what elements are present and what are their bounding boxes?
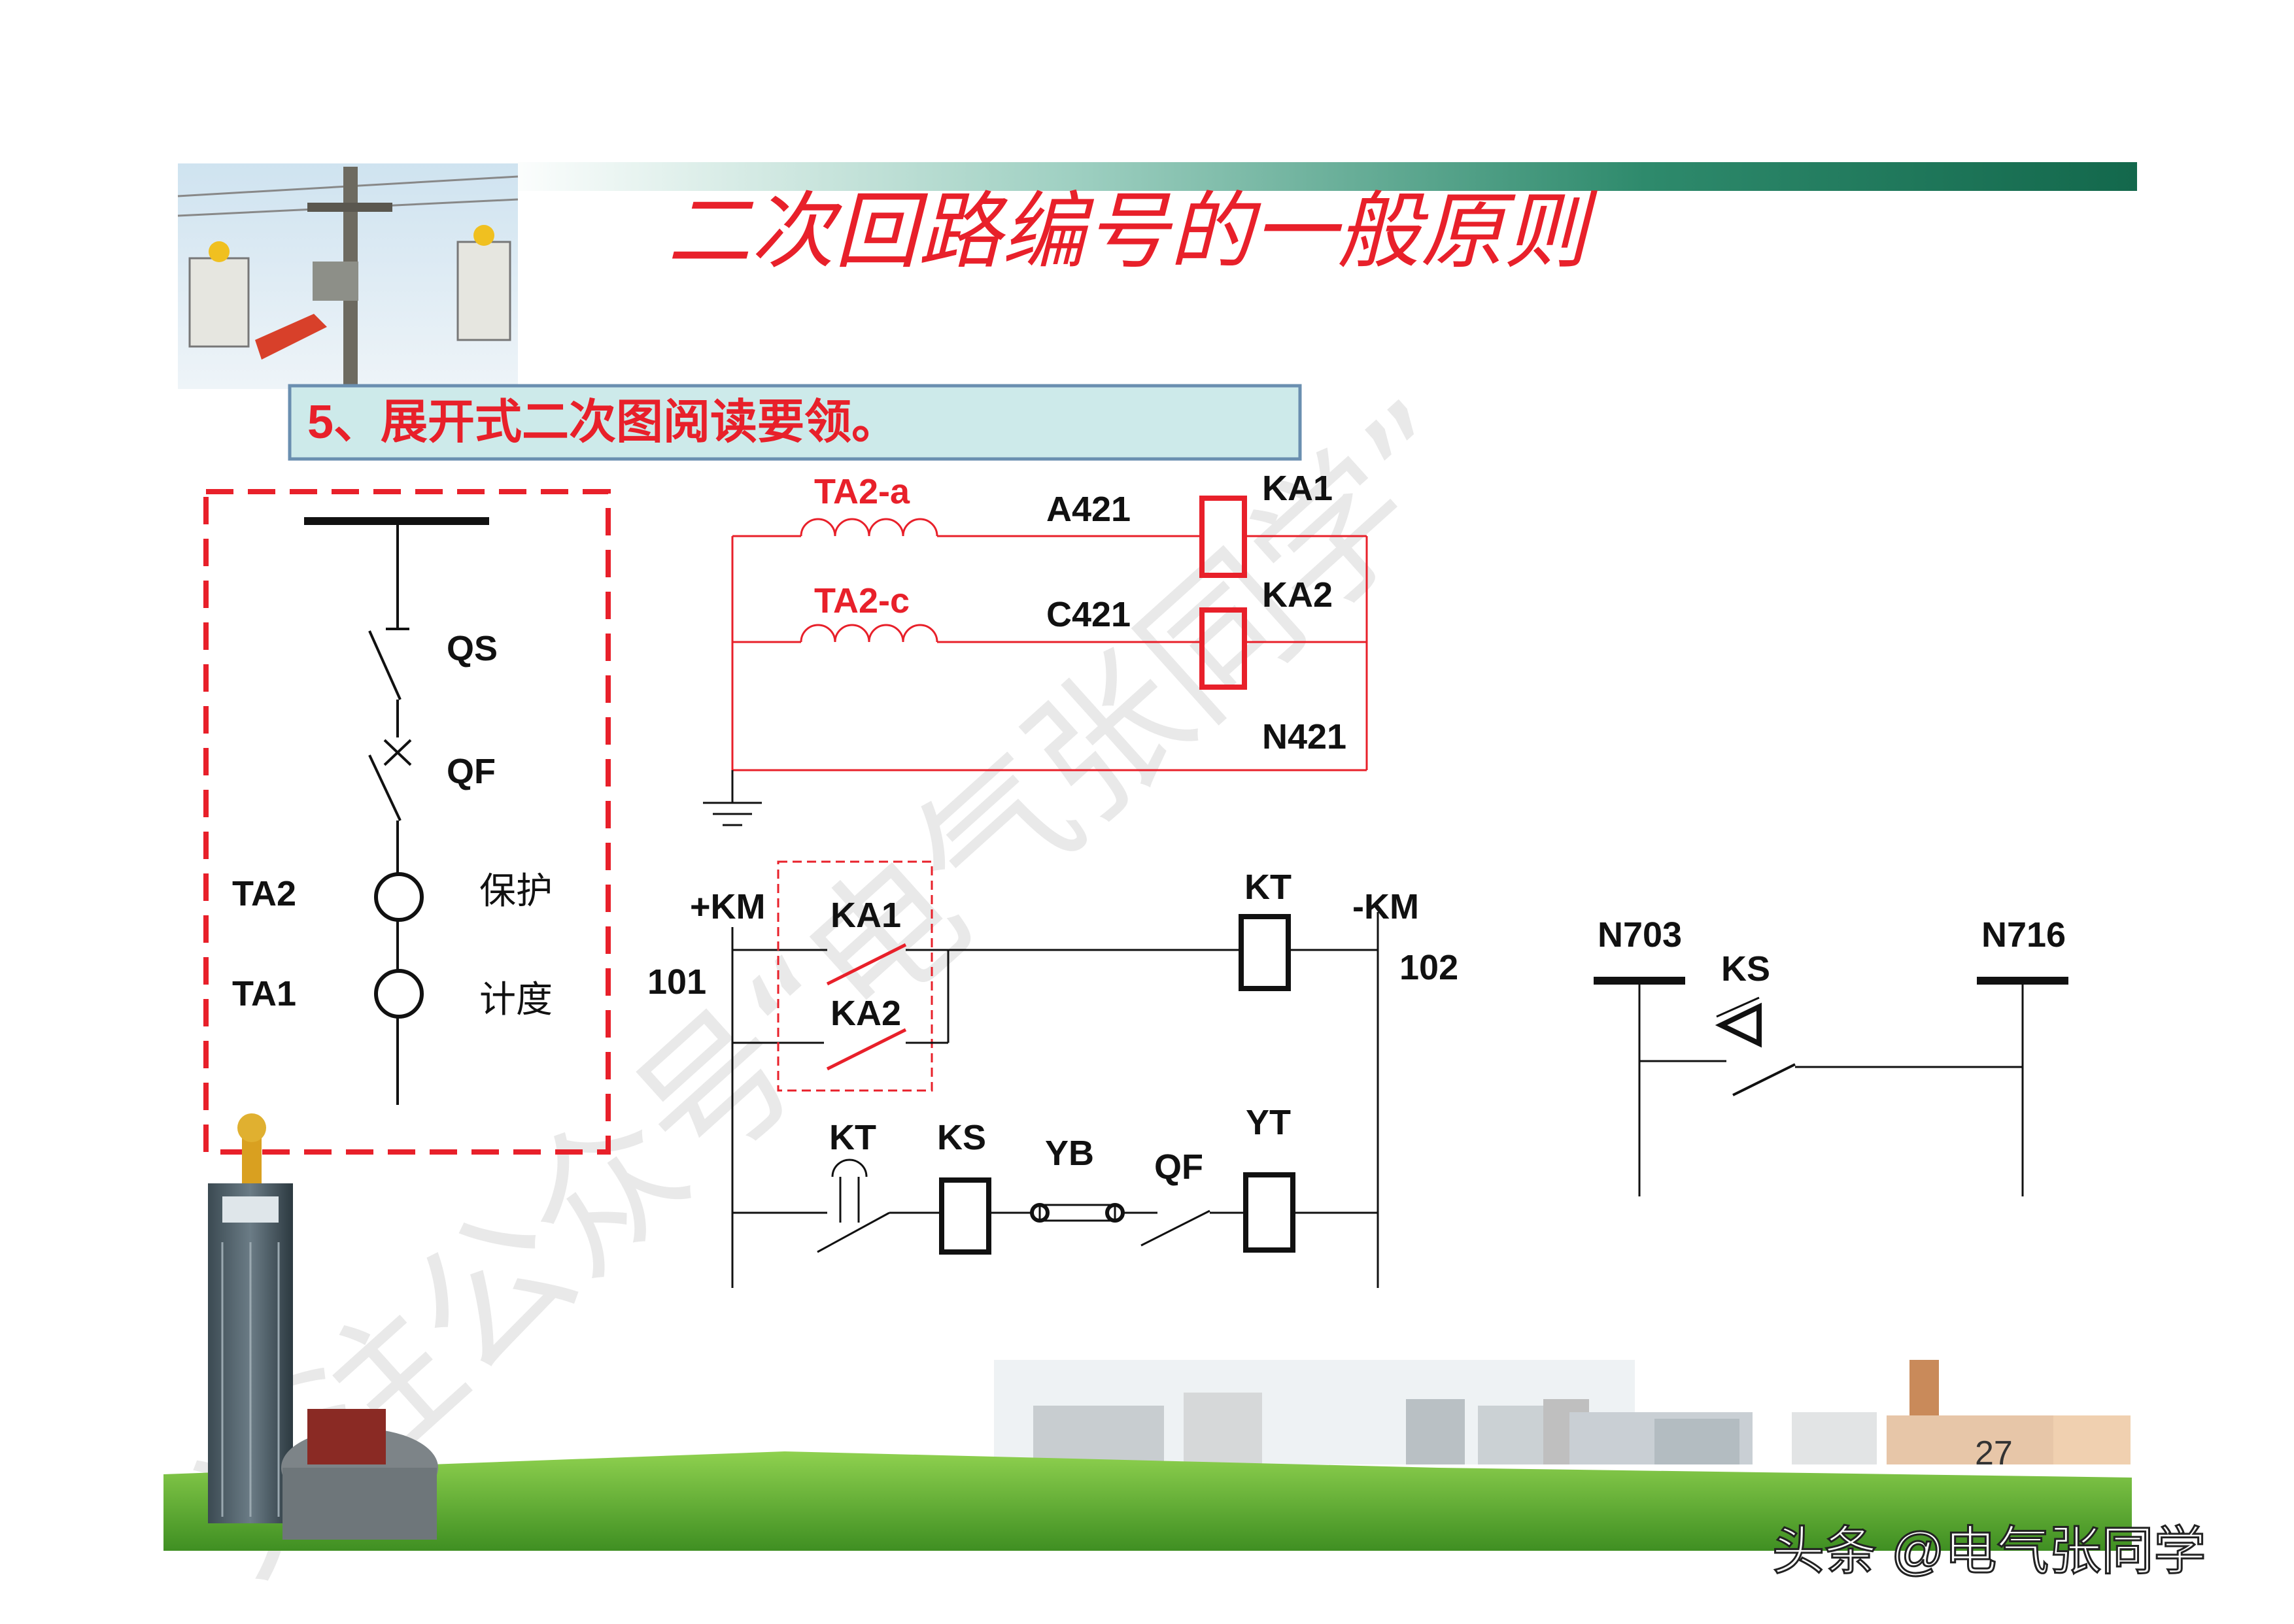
ka2-contact-label: KA2	[830, 994, 901, 1033]
ks-coil-label: KS	[937, 1118, 986, 1157]
subtitle-box	[288, 384, 1302, 461]
top-banner-bar	[497, 162, 2137, 191]
ka2-contact-blade	[826, 1028, 907, 1071]
c421-label: C421	[1046, 595, 1131, 634]
dc-control-circuit	[731, 912, 1379, 1288]
ta2c-label: TA2-c	[814, 581, 910, 620]
ks-flag-triangle	[1715, 1002, 1762, 1048]
qs-label: QS	[447, 629, 498, 668]
ks-signal-label: KS	[1721, 949, 1770, 989]
kt-contact-label: KT	[829, 1118, 876, 1157]
yt-label: YT	[1246, 1103, 1291, 1142]
qf-aux-contact	[1140, 1210, 1210, 1247]
ks-coil	[939, 1177, 991, 1255]
building-photo	[208, 1113, 438, 1540]
subtitle-text: 5、展开式二次图阅读要领。	[307, 396, 899, 448]
n421-label: N421	[1262, 717, 1346, 756]
ta2-label: TA2	[232, 874, 296, 913]
ka1-contact-label: KA1	[830, 896, 901, 935]
metering-label: 计度	[479, 979, 553, 1021]
qf-switch-blade	[368, 754, 402, 821]
ka2-coil-ac	[1199, 607, 1247, 690]
qf-label: QF	[447, 752, 496, 791]
yb-link	[1038, 1204, 1116, 1222]
a421-label: A421	[1046, 490, 1131, 529]
minus-km-label: -KM	[1352, 887, 1419, 926]
protect-label: 保护	[479, 870, 553, 913]
kt-coil	[1239, 914, 1291, 991]
city-skyline-photo	[994, 1360, 2131, 1464]
node-102-label: 102	[1399, 948, 1458, 987]
kt-time-contact-arc	[831, 1159, 868, 1177]
left-panel: QS QF TA2 TA1 保护 计度	[203, 489, 611, 1155]
n716-label: N716	[1981, 915, 2066, 955]
ta2a-label: TA2-a	[814, 472, 910, 511]
ground-symbol	[703, 770, 762, 826]
page-number: 27	[1975, 1434, 2013, 1472]
ta2c-winding	[800, 624, 938, 643]
ta1-circle	[374, 969, 424, 1019]
yt-coil	[1243, 1172, 1295, 1253]
kt-contact-blade	[817, 1211, 890, 1253]
qs-switch-blade	[368, 630, 402, 700]
ta1-label: TA1	[232, 974, 296, 1013]
power-line-workers-photo	[177, 163, 519, 389]
yb-label: YB	[1045, 1134, 1094, 1173]
qf-aux-label: QF	[1154, 1147, 1203, 1187]
ks-signal-contact	[1732, 1063, 1796, 1096]
grass-strip	[163, 1451, 2132, 1551]
ka1-ac-label: KA1	[1262, 469, 1333, 508]
ka2-ac-label: KA2	[1262, 575, 1333, 615]
ka-contacts-dashed-frame	[777, 860, 933, 1092]
qf-x-mark-2	[383, 739, 412, 766]
kt-coil-label: KT	[1244, 868, 1292, 907]
ta2a-winding	[800, 518, 938, 537]
node-101-label: 101	[647, 962, 706, 1002]
n703-label: N703	[1598, 915, 1682, 955]
signal-circuit	[1594, 977, 2068, 1196]
ac-current-circuit	[731, 496, 1368, 771]
ta2-circle	[374, 872, 424, 922]
ka1-contact-blade	[826, 943, 907, 986]
left-panel-dashed-frame	[203, 489, 611, 1155]
plus-km-label: +KM	[690, 887, 766, 926]
footer-credit: 头条 @电气张同学	[1772, 1522, 2206, 1580]
ka-contacts-group	[777, 860, 950, 1092]
page-title: 二次回路编号的一般原则	[667, 185, 1598, 279]
